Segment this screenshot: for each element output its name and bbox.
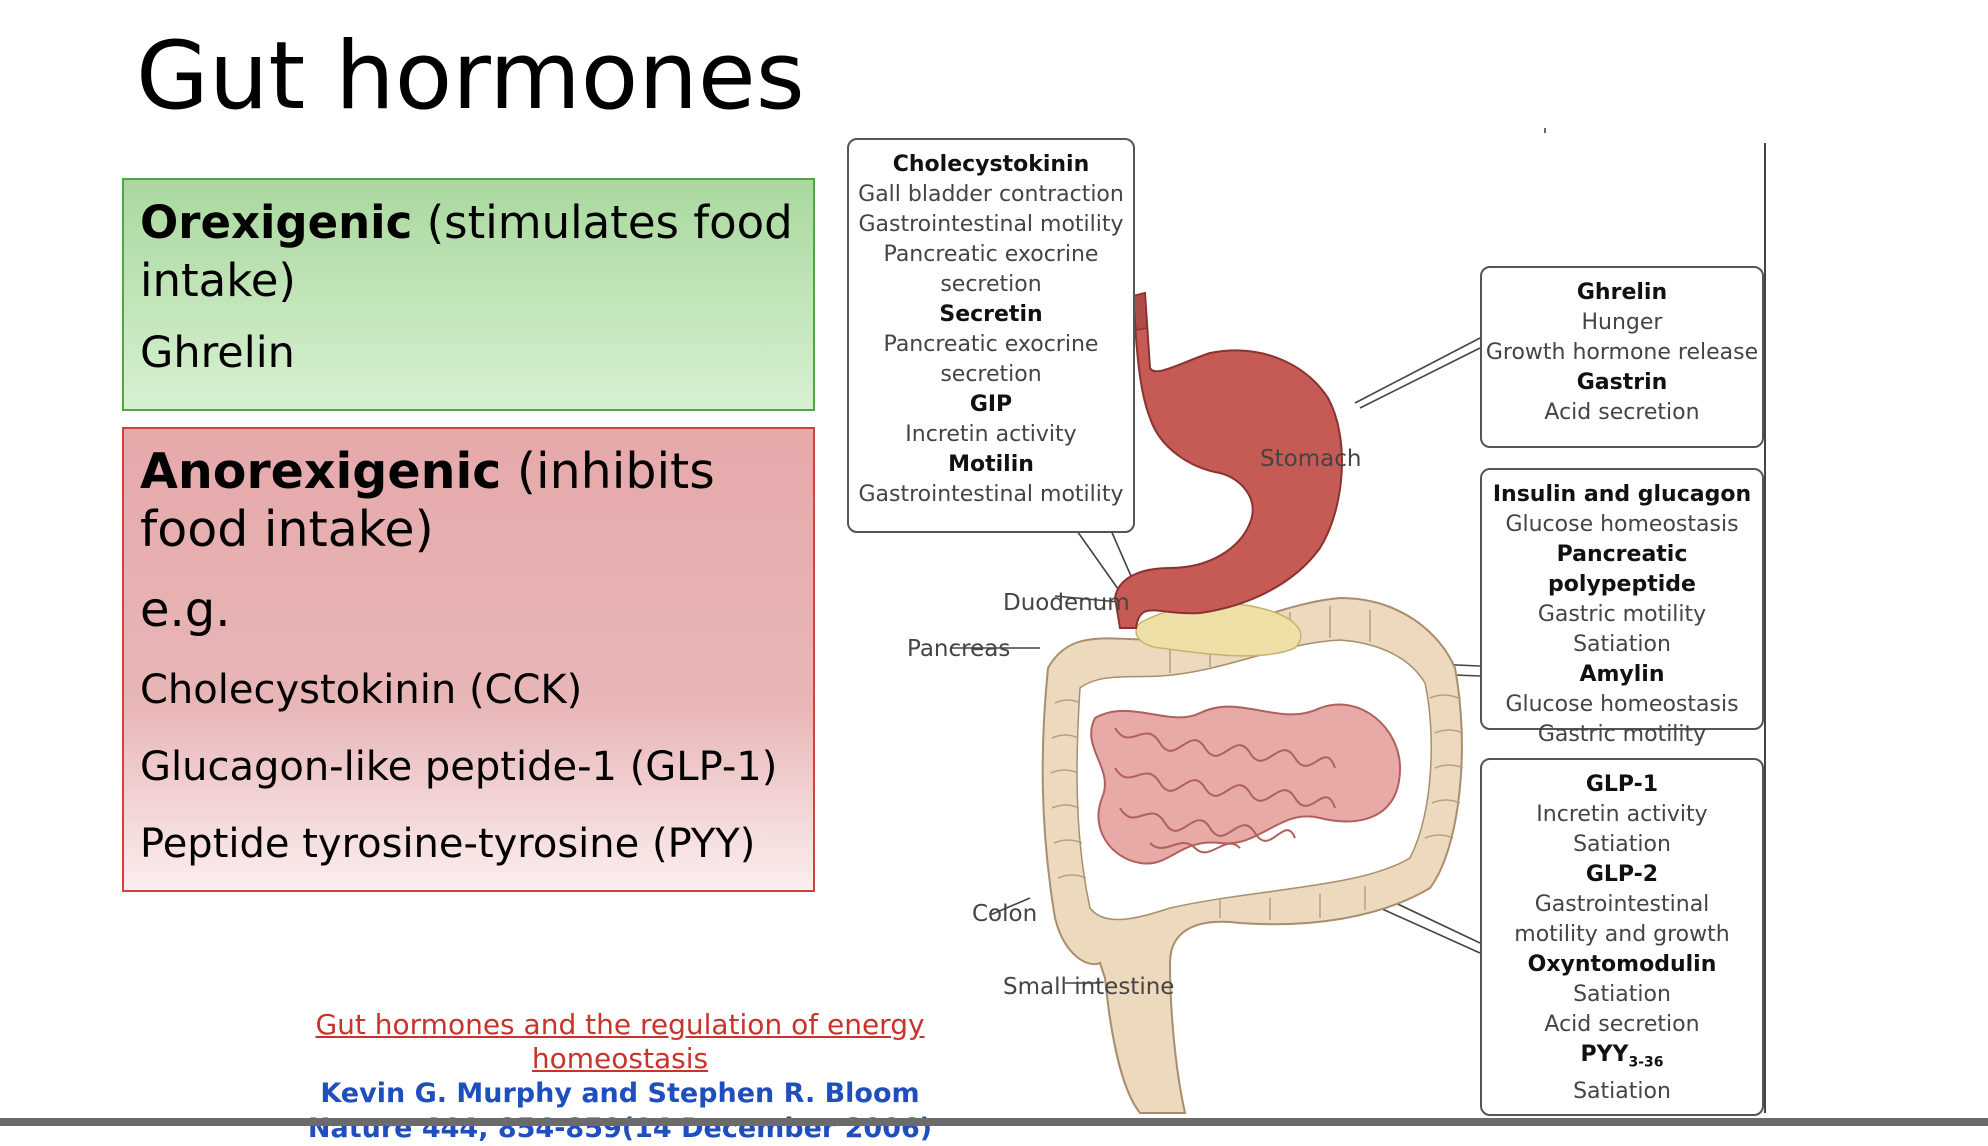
function-text: Gall bladder contraction: [849, 180, 1133, 210]
orexigenic-box: Orexigenic (stimulates food intake) Ghre…: [122, 178, 815, 411]
function-text: Satiation: [1482, 830, 1762, 860]
function-text: Satiation: [1482, 630, 1762, 660]
orexigenic-heading: Orexigenic (stimulates food intake): [140, 194, 797, 310]
function-text: Glucose homeostasis: [1482, 510, 1762, 540]
gut-diagram: Stomach Duodenum Pancreas Colon Small in…: [840, 128, 1780, 1118]
function-text: Gastrointestinal motility: [849, 210, 1133, 240]
hormone-ghrelin: Ghrelin: [1482, 278, 1762, 308]
function-text: Pancreatic exocrine: [849, 330, 1133, 360]
function-text: motility and growth: [1482, 920, 1762, 950]
function-text: Hunger: [1482, 308, 1762, 338]
anorexigenic-box: Anorexigenic (inhibits food intake) e.g.…: [122, 427, 815, 892]
hormone-insulin-glucagon: Insulin and glucagon: [1482, 480, 1762, 510]
function-text: Incretin activity: [1482, 800, 1762, 830]
anorexigenic-label: Anorexigenic: [140, 443, 501, 500]
function-text: Glucose homeostasis: [1482, 690, 1762, 720]
anorexigenic-heading: Anorexigenic (inhibits food intake): [140, 443, 797, 559]
orexigenic-item: Ghrelin: [140, 324, 797, 382]
function-text: secretion: [849, 270, 1133, 300]
function-text: Acid secretion: [1482, 1010, 1762, 1040]
label-colon: Colon: [972, 901, 1037, 927]
function-text: Incretin activity: [849, 420, 1133, 450]
callout-insulin-pp-amylin: Insulin and glucagon Glucose homeostasis…: [1480, 468, 1764, 730]
label-pancreas: Pancreas: [907, 636, 1010, 662]
anorexigenic-item-cck: Cholecystokinin (CCK): [140, 664, 797, 716]
hormone-amylin: Amylin: [1482, 660, 1762, 690]
colon-shape: [1043, 598, 1463, 1113]
function-text: Satiation: [1482, 980, 1762, 1010]
hormone-gastrin: Gastrin: [1482, 368, 1762, 398]
hormone-pyy-name: PYY: [1580, 1042, 1628, 1067]
label-duodenum: Duodenum: [1003, 590, 1130, 616]
function-text: Pancreatic exocrine: [849, 240, 1133, 270]
function-text: Growth hormone release: [1482, 338, 1762, 368]
hormone-pancreatic-polypeptide: Pancreatic polypeptide: [1482, 540, 1762, 600]
function-text: Gastric motility: [1482, 720, 1762, 750]
hormone-glp1: GLP-1: [1482, 770, 1762, 800]
anorexigenic-item-pyy: Peptide tyrosine-tyrosine (PYY): [140, 818, 797, 870]
callout-cck-secretin-gip-motilin: Cholecystokinin Gall bladder contraction…: [847, 138, 1135, 533]
label-small-intestine: Small intestine: [1003, 974, 1174, 1000]
function-text: Gastrointestinal: [1482, 890, 1762, 920]
bottom-bar: [0, 1118, 1988, 1126]
hormone-motilin: Motilin: [849, 450, 1133, 480]
hormone-oxyntomodulin: Oxyntomodulin: [1482, 950, 1762, 980]
hormone-pyy: PYY3-36: [1482, 1040, 1762, 1077]
orexigenic-label: Orexigenic: [140, 196, 412, 249]
slide-title: Gut hormones: [136, 22, 805, 131]
callout-glp-oxyntomodulin-pyy: GLP-1 Incretin activity Satiation GLP-2 …: [1480, 758, 1764, 1116]
hormone-cholecystokinin: Cholecystokinin: [849, 150, 1133, 180]
anorexigenic-item-glp1: Glucagon-like peptide-1 (GLP-1): [140, 741, 797, 793]
callout-ghrelin-gastrin: Ghrelin Hunger Growth hormone release Ga…: [1480, 266, 1764, 448]
example-prefix: e.g.: [140, 581, 797, 639]
function-text: Acid secretion: [1482, 398, 1762, 428]
function-text: secretion: [849, 360, 1133, 390]
label-stomach: Stomach: [1260, 446, 1361, 472]
hormone-secretin: Secretin: [849, 300, 1133, 330]
hormone-glp2: GLP-2: [1482, 860, 1762, 890]
hormone-pyy-subscript: 3-36: [1628, 1054, 1663, 1070]
hormone-gip: GIP: [849, 390, 1133, 420]
function-text: Gastric motility: [1482, 600, 1762, 630]
function-text: Gastrointestinal motility: [849, 480, 1133, 510]
function-text: Satiation: [1482, 1077, 1762, 1107]
